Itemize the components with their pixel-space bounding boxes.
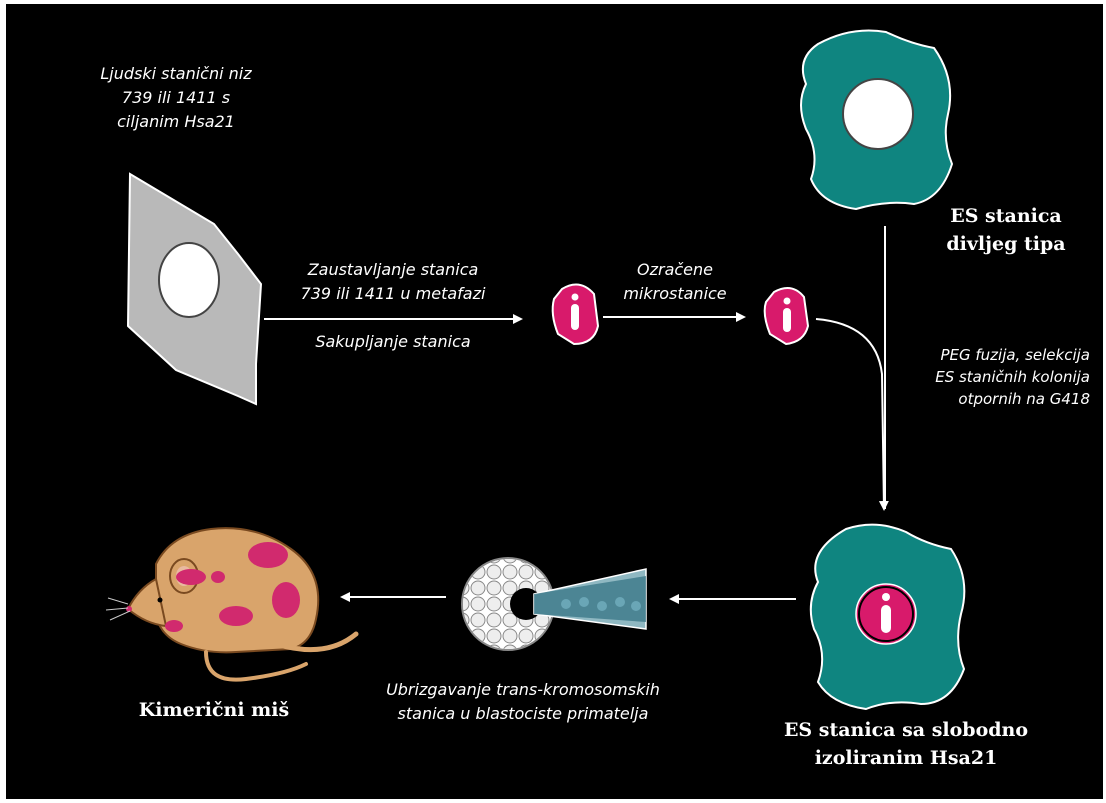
label-line: divljeg tipa bbox=[946, 233, 1066, 255]
label-line: Ljudski stanični niz bbox=[100, 64, 252, 83]
label-line: ciljanim Hsa21 bbox=[117, 112, 235, 131]
label-line: Zaustavljanje stanica bbox=[307, 260, 479, 279]
label-line: ES stanica sa slobodno bbox=[783, 719, 1029, 741]
label-line: ES stanica bbox=[950, 205, 1062, 227]
chimeric-mouse-label: Kimerični miš bbox=[124, 696, 304, 724]
microcell-icon bbox=[763, 287, 810, 346]
label-line: izoliranim Hsa21 bbox=[814, 747, 998, 769]
label-line: otpornih na G418 bbox=[958, 390, 1090, 408]
label-line: Kimerični miš bbox=[138, 699, 290, 721]
arrow-fusion-curve bbox=[815, 318, 889, 511]
diagram-canvas: Ljudski stanični niz 739 ili 1411 s cilj… bbox=[6, 4, 1103, 799]
label-line: stanica u blastociste primatelja bbox=[397, 704, 649, 723]
label-line: PEG fuzija, selekcija bbox=[940, 346, 1090, 364]
metaphase-arrest-label: Zaustavljanje stanica 739 ili 1411 u met… bbox=[268, 258, 518, 306]
microcell-icon bbox=[551, 283, 600, 346]
label-line: 739 ili 1411 u metafazi bbox=[300, 284, 486, 303]
label-line: Ubrizgavanje trans-kromosomskih bbox=[386, 680, 660, 699]
label-line: Sakupljanje stanica bbox=[315, 332, 471, 351]
cell-harvest-label: Sakupljanje stanica bbox=[268, 330, 518, 354]
human-cell-line-label: Ljudski stanični niz 739 ili 1411 s cilj… bbox=[66, 62, 286, 134]
peg-fusion-label: PEG fuzija, selekcija ES staničnih kolon… bbox=[894, 344, 1090, 410]
es-cell-icon bbox=[809, 523, 966, 711]
es-cell-hsa21-label: ES stanica sa slobodno izoliranim Hsa21 bbox=[776, 716, 1036, 772]
label-line: Ozračene bbox=[637, 260, 713, 279]
human-cell-icon bbox=[126, 172, 263, 406]
label-line: ES staničnih kolonija bbox=[935, 368, 1090, 386]
label-line: 739 ili 1411 s bbox=[121, 88, 231, 107]
blastocyst-injection-icon bbox=[461, 557, 647, 651]
label-line: mikrostanice bbox=[623, 284, 727, 303]
irradiated-microcells-label: Ozračene mikrostanice bbox=[602, 258, 748, 306]
chimeric-mouse-icon bbox=[105, 527, 359, 682]
diagram-graphics bbox=[105, 29, 966, 711]
wild-type-es-cell-label: ES stanica divljeg tipa bbox=[926, 202, 1086, 258]
injection-label: Ubrizgavanje trans-kromosomskih stanica … bbox=[378, 678, 668, 726]
es-cell-icon bbox=[800, 29, 954, 211]
